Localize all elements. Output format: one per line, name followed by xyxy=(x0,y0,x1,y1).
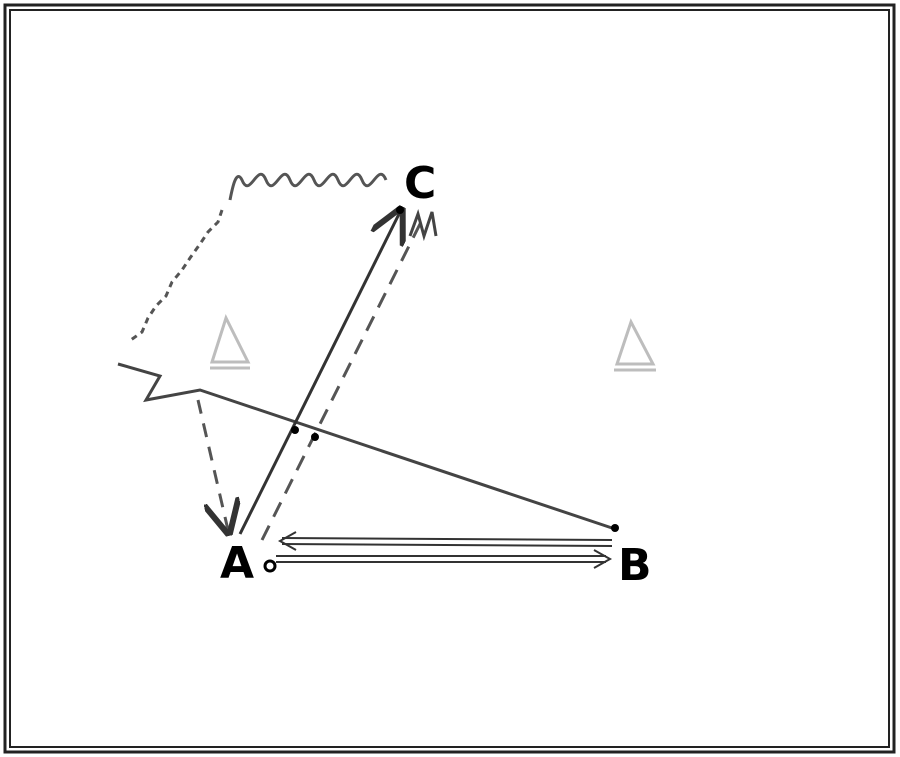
inner-frame xyxy=(9,9,890,748)
pass-a-to-b xyxy=(276,549,613,569)
pass-a-to-c xyxy=(238,212,400,535)
cone-icon xyxy=(614,318,656,372)
label-point-a: A xyxy=(220,538,254,589)
label-point-b: B xyxy=(618,540,652,591)
dribble-path xyxy=(127,209,224,344)
cone-icon xyxy=(209,314,251,370)
cut-path xyxy=(117,362,613,530)
squiggle-near-c xyxy=(408,209,438,242)
run-path-to-a xyxy=(196,399,228,530)
run-a-to-c xyxy=(260,219,424,541)
crossing-dot xyxy=(291,426,299,434)
outer-frame xyxy=(3,3,896,754)
point-b-dot xyxy=(611,524,619,532)
label-point-c: C xyxy=(404,158,436,209)
pass-b-to-a xyxy=(277,531,613,551)
crossing-dot xyxy=(311,433,319,441)
ball-icon xyxy=(263,559,277,573)
dribble-path xyxy=(228,172,388,201)
point-c-dot xyxy=(396,206,404,214)
